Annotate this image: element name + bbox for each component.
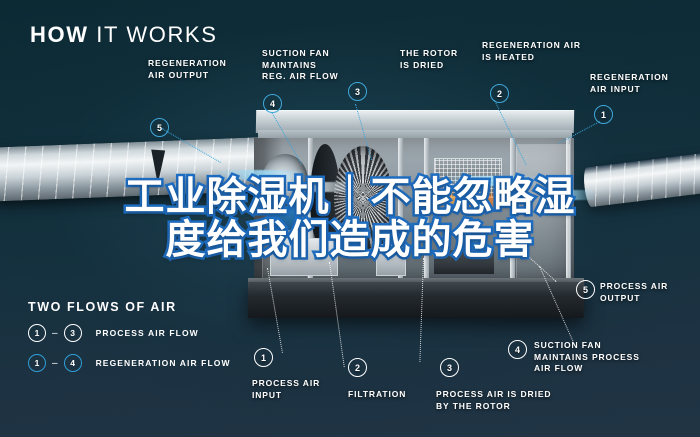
callout-label-3: THE ROTOR IS DRIED	[400, 48, 459, 70]
callout-label-1-regen: REGENERATION AIR INPUT	[590, 72, 669, 94]
heater-glow	[428, 194, 514, 206]
callout-marker-3[interactable]: 3	[348, 82, 367, 101]
callout-label-2: REGENERATION AIR IS HEATED	[482, 40, 581, 62]
callout-marker-4-process[interactable]: 4	[508, 340, 527, 359]
internal-duct	[434, 250, 494, 274]
internal-motor	[380, 228, 400, 244]
callout-marker-4-regen[interactable]: 4	[263, 94, 282, 113]
legend-row-process-air: 1 – 3 PROCESS AIR FLOW	[28, 324, 199, 342]
page-title-bold: HOW	[30, 22, 89, 47]
legend-label-regeneration-air: REGENERATION AIR FLOW	[95, 358, 231, 368]
legend-row-regeneration-air: 1 – 4 REGENERATION AIR FLOW	[28, 354, 231, 372]
legend-circle-from: 1	[28, 354, 46, 372]
airflow-arrow	[536, 190, 596, 200]
cabinet-frame-post	[424, 138, 429, 286]
callout-marker-2[interactable]: 2	[490, 84, 509, 103]
callout-marker-2-filtration[interactable]: 2	[348, 358, 367, 377]
legend-label-process-air: PROCESS AIR FLOW	[95, 328, 199, 338]
callout-label-4-regen: SUCTION FAN MAINTAINS REG. AIR FLOW	[262, 48, 339, 82]
callout-marker-5-regen[interactable]: 5	[150, 118, 169, 137]
internal-block	[376, 240, 406, 276]
callout-marker-1-regen[interactable]: 1	[594, 105, 613, 124]
cabinet-frame-post	[566, 138, 571, 286]
legend-circle-from: 1	[28, 324, 46, 342]
legend-circle-to: 4	[63, 354, 82, 372]
fan-motor	[266, 206, 302, 230]
internal-block	[270, 238, 338, 276]
headline-line-2: 度给我们造成的危害	[163, 216, 536, 264]
machine-cabinet	[212, 110, 596, 318]
page-title-light: IT WORKS	[96, 22, 218, 47]
callout-label-5-process: PROCESS AIR OUTPUT	[600, 281, 669, 303]
legend-dash: –	[52, 327, 58, 339]
fan-housing	[262, 154, 308, 208]
airflow-arrow	[278, 182, 362, 192]
cabinet-top-rail	[258, 130, 572, 140]
cabinet-base	[247, 282, 585, 318]
callout-label-5-regen: REGENERATION AIR OUTPUT	[148, 58, 227, 80]
airflow-arrow	[212, 170, 308, 180]
callout-marker-5-process[interactable]: 5	[576, 280, 595, 299]
legend-circle-to: 3	[63, 324, 82, 342]
callout-label-2-filtration: FILTRATION	[348, 389, 407, 399]
headline-line-1: 工业除湿机｜不能忽略湿	[122, 173, 577, 221]
side-panel	[516, 144, 570, 282]
callout-marker-1-process[interactable]: 1	[254, 348, 273, 367]
callout-label-1-process: PROCESS AIR INPUT	[252, 378, 321, 400]
page-title: HOW IT WORKS	[30, 22, 217, 48]
airflow-arrow	[444, 176, 540, 186]
cabinet-frame-post	[510, 138, 515, 286]
callout-marker-3-process[interactable]: 3	[440, 358, 459, 377]
callout-label-3-process: PROCESS AIR IS DRIED BY THE ROTOR	[436, 389, 552, 411]
callout-label-4-process: SUCTION FAN MAINTAINS PROCESS AIR FLOW	[534, 340, 640, 374]
legend-dash: –	[52, 357, 58, 369]
cabinet-frame-post	[398, 138, 403, 286]
legend-title: TWO FLOWS OF AIR	[28, 300, 177, 314]
headline-overlay: 工业除湿机｜不能忽略湿 度给我们造成的危害	[0, 173, 700, 264]
